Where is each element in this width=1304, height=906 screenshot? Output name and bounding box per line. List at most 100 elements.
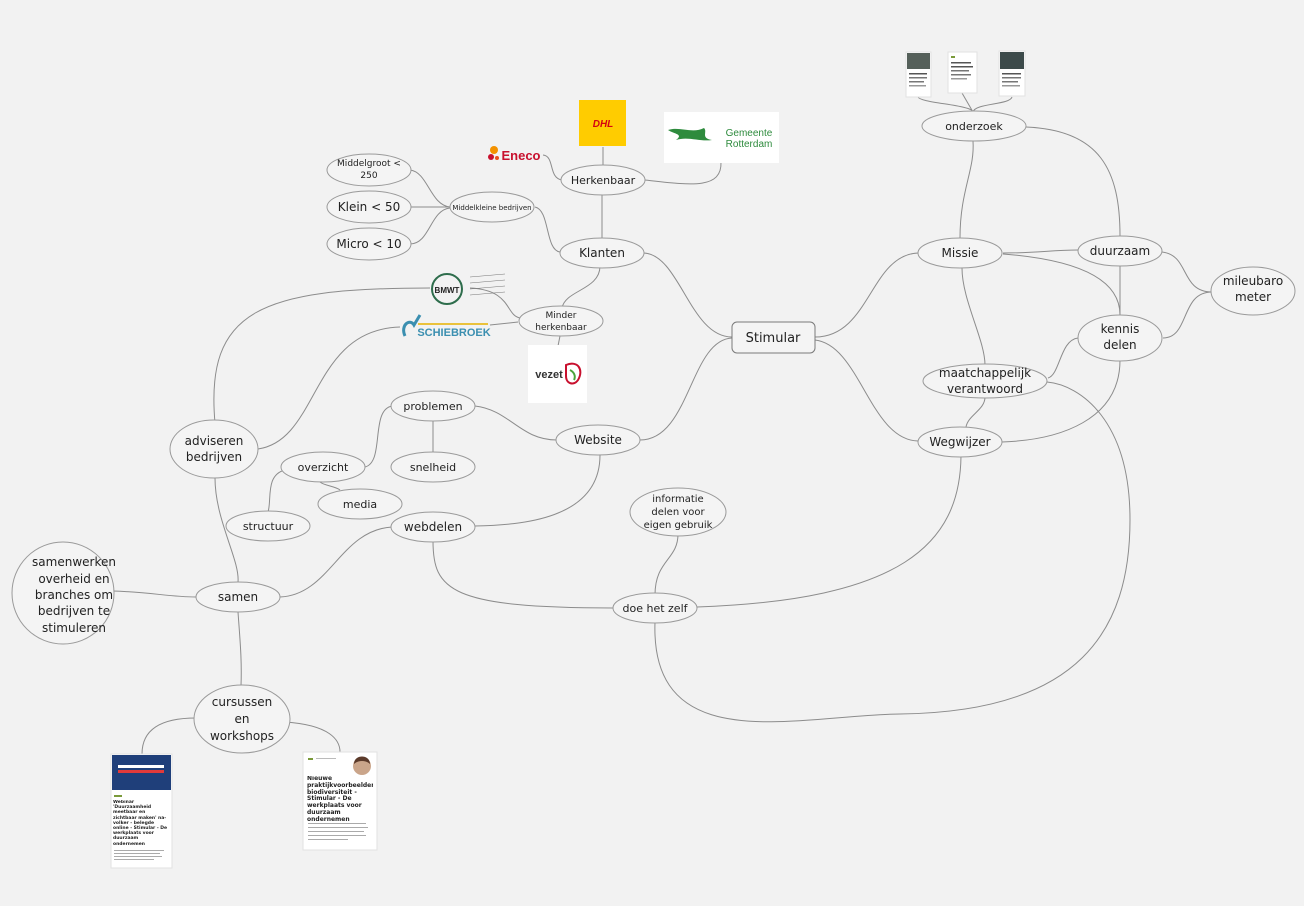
eneco-flame-icon <box>490 146 498 154</box>
node-webdelen[interactable]: webdelen <box>390 511 476 543</box>
edge-webdelen-samen <box>279 526 393 598</box>
edge-stimular-missie <box>814 252 919 338</box>
edge-cursussen-biodiversiteit <box>284 721 341 753</box>
svg-text:Herkenbaar: Herkenbaar <box>571 174 636 187</box>
edge-onderzoek-thumb1 <box>917 96 974 113</box>
svg-text:cursussen: cursussen <box>212 695 273 709</box>
svg-text:delen: delen <box>1103 338 1136 352</box>
edge-adviseren-schiebroek <box>257 326 401 450</box>
svg-text:bedrijven: bedrijven <box>186 450 242 464</box>
edge-overzicht-media <box>319 481 341 491</box>
onderzoek-thumbnail-2[interactable] <box>947 51 978 94</box>
svg-text:maatchappelijk: maatchappelijk <box>939 366 1031 380</box>
lion-icon <box>668 128 712 141</box>
edge-onderzoek-thumb2 <box>961 92 974 113</box>
node-kennis-delen[interactable]: kennis delen <box>1077 314 1163 362</box>
onderzoek-thumbnail-1[interactable] <box>905 51 932 98</box>
edge-website-problemen <box>474 405 558 441</box>
bmwt-logo[interactable]: BMWT <box>431 273 506 305</box>
node-middelgroot[interactable]: Middelgroot < 250 <box>326 153 412 187</box>
svg-text:bedrijven te: bedrijven te <box>38 604 110 618</box>
node-informatie-delen[interactable]: informatie delen voor eigen gebruik <box>629 487 727 537</box>
svg-text:kennis: kennis <box>1101 322 1140 336</box>
svg-text:informatie: informatie <box>652 494 703 505</box>
node-samenwerken[interactable]: samenwerken overheid en branches om bedr… <box>11 541 116 645</box>
svg-text:meter: meter <box>1235 290 1271 304</box>
svg-text:Middelkleine bedrijven: Middelkleine bedrijven <box>452 204 531 212</box>
svg-text:Klein < 50: Klein < 50 <box>338 200 400 214</box>
edge-stimular-wegwijzer <box>814 339 919 442</box>
node-onderzoek[interactable]: onderzoek <box>921 110 1027 142</box>
edge-minder-vezet <box>557 335 561 347</box>
edge-doehetzelf-maatschappelijk <box>654 381 1131 723</box>
svg-text:verantwoord: verantwoord <box>947 382 1023 396</box>
svg-text:Rotterdam: Rotterdam <box>726 139 773 150</box>
node-klein[interactable]: Klein < 50 <box>326 190 412 224</box>
node-adviseren-bedrijven[interactable]: adviseren bedrijven <box>169 419 259 479</box>
node-missie[interactable]: Missie <box>917 237 1003 269</box>
node-middelkleine[interactable]: Middelkleine bedrijven <box>449 191 535 223</box>
edge-adviseren-bmwt <box>213 287 431 424</box>
svg-text:vezet: vezet <box>535 369 563 381</box>
edge-webdelen-doehetzelf <box>432 540 614 609</box>
webinar-thumbnail[interactable]: Webinar 'Duurzaamheid meetbaar en zichtb… <box>110 753 173 869</box>
node-stimular[interactable]: Stimular <box>731 321 816 354</box>
svg-text:BMWT: BMWT <box>435 286 460 295</box>
node-cursussen-workshops[interactable]: cursussen en workshops <box>193 684 291 754</box>
node-snelheid[interactable]: snelheid <box>390 451 476 483</box>
edge-klanten-minder <box>561 265 601 309</box>
edge-samen-cursussen <box>237 611 242 687</box>
node-micro[interactable]: Micro < 10 <box>326 227 412 261</box>
svg-text:Middelgroot <: Middelgroot < <box>337 159 401 169</box>
svg-text:Minder: Minder <box>546 311 577 321</box>
node-minder-herkenbaar[interactable]: Minder herkenbaar <box>518 305 604 337</box>
svg-text:delen voor: delen voor <box>651 507 705 518</box>
node-media[interactable]: media <box>317 488 403 520</box>
svg-text:Missie: Missie <box>942 246 979 260</box>
vezet-logo[interactable]: vezet <box>528 345 587 403</box>
svg-text:duurzaam: duurzaam <box>1090 244 1150 258</box>
svg-text:Gemeente: Gemeente <box>726 128 773 139</box>
biodiversiteit-thumbnail[interactable]: Nieuwe praktijkvoorbeelden biodiversitei… <box>302 751 378 851</box>
edge-minder-schiebroek <box>489 321 519 326</box>
node-doe-het-zelf[interactable]: doe het zelf <box>612 592 698 624</box>
node-structuur[interactable]: structuur <box>225 510 311 542</box>
svg-text:250: 250 <box>360 171 377 181</box>
eneco-logo[interactable]: Eneco <box>488 146 541 163</box>
node-overzicht[interactable]: overzicht <box>280 451 366 483</box>
edge-minder-bmwt <box>469 287 521 319</box>
edge-stimular-klanten <box>643 252 733 338</box>
node-mileubarometer[interactable]: mileubaro meter <box>1210 266 1296 316</box>
schiebroek-logo[interactable]: SCHIEBROEK <box>402 314 491 339</box>
dhl-logo[interactable]: DHL <box>579 100 626 146</box>
svg-text:Klanten: Klanten <box>579 246 625 260</box>
node-wegwijzer[interactable]: Wegwijzer <box>917 426 1003 458</box>
photo-icon <box>1000 52 1024 69</box>
connections <box>112 92 1213 755</box>
node-maatschappelijk[interactable]: maatchappelijk verantwoord <box>922 363 1048 399</box>
edge-doehetzelf-informatie <box>654 533 679 596</box>
svg-text:structuur: structuur <box>243 520 294 533</box>
svg-text:eigen gebruik: eigen gebruik <box>644 520 713 531</box>
edge-samen-samenwerken <box>112 590 197 598</box>
svg-text:Wegwijzer: Wegwijzer <box>929 435 990 449</box>
node-duurzaam[interactable]: duurzaam <box>1077 235 1163 267</box>
node-herkenbaar[interactable]: Herkenbaar <box>560 164 646 196</box>
edge-stimular-website <box>639 337 733 441</box>
edge-onderzoek-thumb3 <box>972 96 1013 113</box>
onderzoek-thumbnail-3[interactable] <box>998 50 1026 97</box>
node-klanten[interactable]: Klanten <box>559 237 645 269</box>
edge-middelkleine-middelgroot <box>409 169 451 208</box>
svg-text:doe het zelf: doe het zelf <box>623 602 689 615</box>
svg-text:herkenbaar: herkenbaar <box>535 323 587 333</box>
edge-missie-maatschappelijk <box>961 267 986 366</box>
svg-text:workshops: workshops <box>210 729 274 743</box>
webinar-title: Webinar 'Duurzaamheid meetbaar en zichtb… <box>113 800 168 847</box>
node-problemen[interactable]: problemen <box>390 390 476 422</box>
edge-herkenbaar-eneco <box>542 154 563 181</box>
node-website[interactable]: Website <box>555 424 641 456</box>
gemeente-rotterdam-logo[interactable]: Gemeente Rotterdam <box>664 112 779 163</box>
node-samen[interactable]: samen <box>195 581 281 613</box>
edge-website-webdelen <box>474 454 601 527</box>
